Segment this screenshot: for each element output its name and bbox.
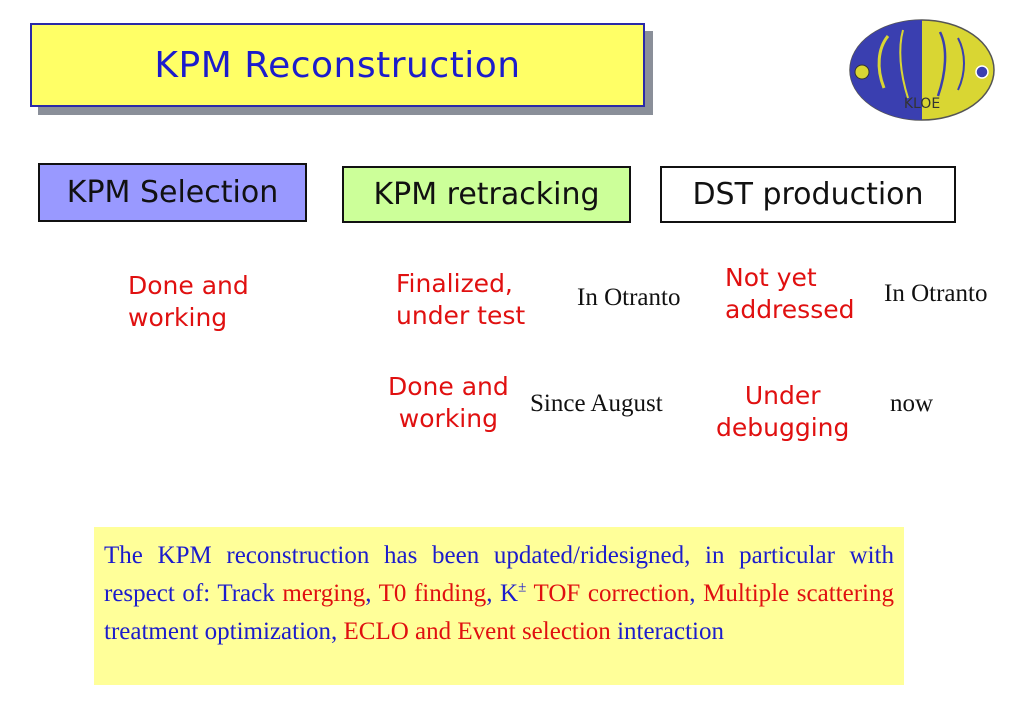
retracking-status-1: Finalized, under test (396, 269, 526, 330)
stage-kpm-retracking: KPM retracking (342, 166, 631, 223)
retracking-status-2: Done and working (388, 372, 509, 433)
stage-dst-production: DST production (660, 166, 956, 223)
stage-label: KPM Selection (66, 175, 279, 210)
stage-label: DST production (692, 177, 924, 212)
title-box: KPM Reconstruction (30, 23, 645, 107)
page-title: KPM Reconstruction (154, 44, 521, 86)
summary-note: The KPM reconstruction has been updated/… (94, 527, 904, 685)
stage-kpm-selection: KPM Selection (38, 163, 307, 222)
dst-note-1: In Otranto (884, 280, 988, 307)
selection-status: Done and working (128, 271, 249, 332)
dst-status-2: Under debugging (716, 381, 850, 442)
dst-note-2: now (890, 390, 934, 417)
stage-label: KPM retracking (373, 177, 600, 212)
logo-text: KLOE (904, 96, 940, 112)
dst-status-1: Not yet addressed (725, 263, 855, 324)
retracking-note-1: In Otranto (577, 284, 681, 311)
retracking-note-2: Since August (530, 390, 663, 417)
kloe-logo-icon: KLOE (849, 19, 995, 121)
